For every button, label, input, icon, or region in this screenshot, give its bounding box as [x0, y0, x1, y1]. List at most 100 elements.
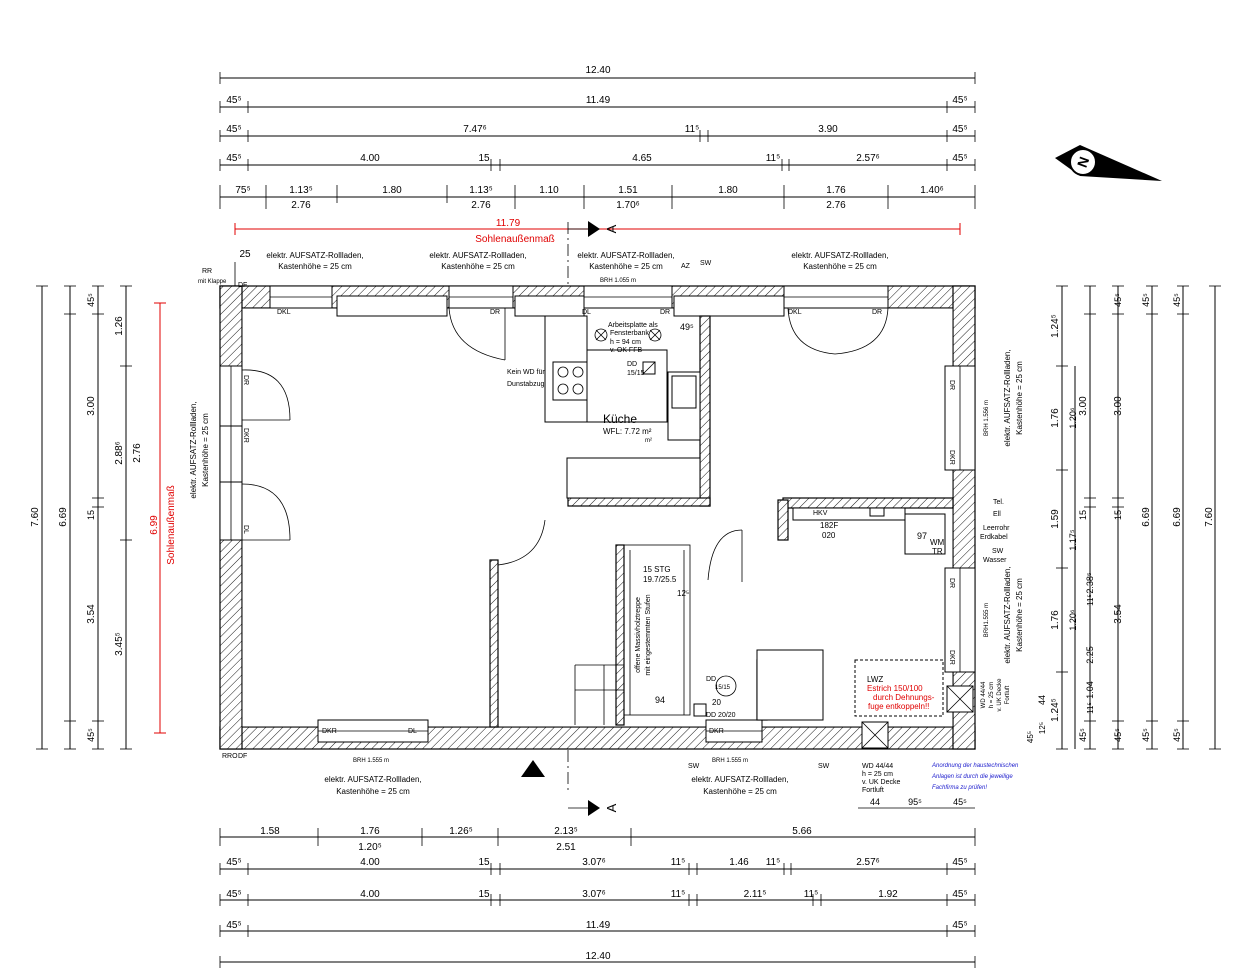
stairs-rise: 19.7/25.5: [643, 575, 677, 584]
plan-labels: elektr. AUFSATZ-Rollladen, Kastenhöhe = …: [189, 251, 1024, 809]
bottom-dim-r1b-a: 1.20⁵: [358, 842, 382, 853]
right-dim-outer: 7.60: [1204, 507, 1215, 527]
top-dim-r4-f: 2.57⁶: [856, 153, 880, 164]
blue-note-2: Anlagen ist durch die jeweilige: [931, 774, 1013, 780]
bottom-dim-r4-c: 45⁵: [952, 920, 967, 931]
bottom-windows: [317, 719, 763, 743]
wd-bottom-2: h = 25 cm: [862, 771, 893, 778]
stairs-note-1: offene Massivholztreppe: [635, 597, 642, 673]
utility-wasser: Wasser: [983, 557, 1007, 564]
top-dim-r3-c: 11⁵: [685, 124, 700, 135]
blue-note-3: Fachfirma zu prüfen!: [932, 785, 987, 791]
top-dim-r4-b: 4.00: [360, 153, 380, 164]
small-dim-45: 45⁵: [953, 797, 967, 807]
kitchen-area-sup: m²: [645, 438, 652, 444]
left-dim-c4-a: 1.26: [114, 316, 125, 336]
right-dim-c1-b: 1.76: [1050, 408, 1061, 428]
dl-top-2: DL: [582, 309, 591, 316]
bottom-dim-r3-c: 15: [478, 889, 490, 900]
bottom-dim-r2-i: 45⁵: [952, 857, 967, 868]
wd-right-4: Fortluft: [1005, 685, 1011, 704]
offset-25: 25: [239, 249, 251, 260]
wd-bottom-1: WD 44/44: [862, 763, 893, 770]
rs-label-bottom-1: elektr. AUFSATZ-Rollladen,: [324, 775, 421, 784]
top-dim-r5-i: 1.40⁶: [920, 185, 944, 196]
wd-bottom-3: v. UK Decke: [862, 779, 900, 786]
section-label-bottom: A: [604, 803, 619, 812]
utility-dim-97: 97: [917, 531, 927, 541]
wd-bottom-4: Fortluft: [862, 787, 884, 794]
top-dim-r2-a: 45⁵: [226, 95, 241, 106]
kitchen-nowd-2: Dunstabzug: [507, 381, 544, 388]
kitchen-nowd-1: Kein WD für: [507, 369, 545, 376]
dr-right-2: DR: [948, 578, 955, 588]
bottom-dim-r3-b: 4.00: [360, 889, 380, 900]
right-dim-c2-f: 45⁵: [1026, 731, 1035, 743]
rs-kasten-right-1: Kastenhöhe = 25 cm: [1015, 361, 1024, 435]
utility-tel: Tel.: [993, 499, 1004, 506]
right-dim-c2-b: 1.17⁵: [1068, 529, 1078, 551]
dl-bottom-1: DL: [408, 728, 417, 735]
right-dim-c2-d: 44: [1037, 695, 1047, 705]
section-marker-bottom: A: [568, 800, 619, 816]
top-dim-r4-c: 15: [478, 153, 490, 164]
right-dim-c2-e: 12⁵: [1038, 722, 1047, 734]
right-dim-c3-d: 11⁵: [1086, 594, 1095, 606]
stairs-dim-12: 12⁵: [677, 589, 689, 598]
utility-tr: TR: [932, 547, 943, 556]
top-dim-r5b-a: 2.76: [291, 200, 311, 211]
left-dim-c3-b: 3.00: [86, 396, 97, 416]
socle-dimension-top: 11.79 Sohlenaußenmaß: [234, 218, 961, 245]
utility-size-2: 020: [822, 531, 836, 540]
utility-leerrohr-1: Leerrohr: [983, 525, 1010, 532]
utility-leerrohr-2: Erdkabel: [980, 534, 1008, 541]
left-dim-c3-a: 45⁵: [86, 293, 96, 307]
right-dim-c3-b: 15: [1078, 510, 1088, 520]
top-windows: [269, 285, 889, 317]
blue-note-1: Anordnung der haustechnischen: [931, 763, 1019, 769]
bottom-dim-r1-b: 1.76: [360, 826, 380, 837]
left-dim-middle: 6.69: [58, 507, 69, 527]
bottom-dim-r2-f: 1.46: [729, 857, 749, 868]
utility-size-1: 182F: [820, 521, 838, 530]
right-dim-c5-c: 45⁵: [1141, 728, 1151, 742]
dkl-top-3: DKL: [788, 309, 802, 316]
right-dim-c1-c: 1.59: [1050, 509, 1061, 529]
right-windows: [944, 365, 976, 673]
utility-dim-20: 20: [712, 698, 721, 707]
left-socle-value: 6.99: [149, 515, 160, 535]
right-dim-c2-a: 1.20⁶: [1068, 407, 1078, 429]
left-dim-c4-c: 3.45⁵: [114, 632, 125, 656]
dkr-bottom-1: DKR: [322, 728, 337, 735]
dkr-bottom-2: DKR: [709, 728, 724, 735]
section-label-top: A: [604, 224, 619, 233]
kitchen-note-4: v. OK FFB: [610, 347, 642, 354]
kitchen-area: WFL: 7.72 m²: [603, 427, 652, 436]
top-dim-r3-e: 45⁵: [952, 124, 967, 135]
rs-kasten-bottom-1: Kastenhöhe = 25 cm: [336, 787, 410, 796]
bottom-dim-r4-a: 45⁵: [226, 920, 241, 931]
utility-dd2: DD 20/20: [706, 712, 736, 719]
rs-label-top-1: elektr. AUFSATZ-Rollladen,: [266, 251, 363, 260]
bottom-dim-r3-i: 45⁵: [952, 889, 967, 900]
rs-kasten-bottom-2: Kastenhöhe = 25 cm: [703, 787, 777, 796]
dkr-left-1: DKR: [242, 428, 249, 443]
rr-klappe: mit Klappe: [198, 279, 227, 285]
utility-dd-size: 15/15: [715, 685, 731, 691]
right-dim-c4-a: 45⁵: [1113, 293, 1123, 307]
right-dim-c6-b: 6.69: [1172, 507, 1183, 527]
rro-label: RRO: [222, 753, 238, 760]
dkr-right-2: DKR: [948, 650, 955, 665]
right-dim-c1-a: 1.24⁵: [1050, 314, 1061, 338]
top-dim-r5-d: 1.13⁵: [469, 185, 493, 196]
kitchen-dim-49: 49⁵: [680, 322, 694, 332]
kitchen-note-2: Fensterbank: [610, 330, 649, 337]
brh-bottom-2: BRH 1.555 m: [712, 758, 748, 764]
right-dim-c3-f: 1.04: [1085, 681, 1095, 699]
lwz-line-3: fuge entkoppeln!!: [868, 702, 929, 711]
top-dim-r5b-c: 1.70⁶: [616, 200, 640, 211]
dr-top-2: DR: [660, 309, 670, 316]
right-dim-c4-c: 15: [1113, 510, 1123, 520]
dkr-right-1: DKR: [948, 450, 955, 465]
top-dim-r5-b: 1.13⁵: [289, 185, 313, 196]
